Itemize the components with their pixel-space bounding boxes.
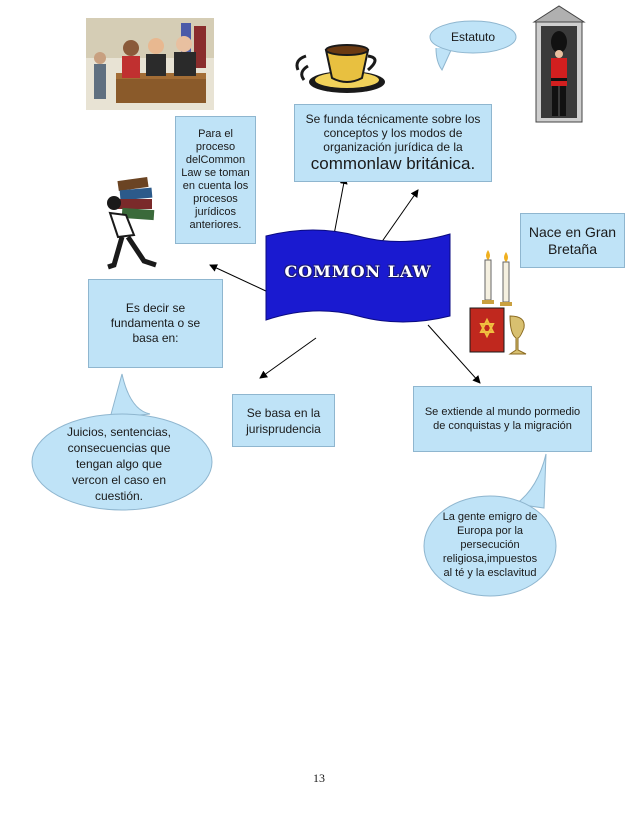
estatuto-text: Estatuto [450, 30, 496, 44]
jurisprudencia-box: Se basa en la jurisprudencia [232, 394, 335, 447]
juicios-bubble: Juicios, sentencias, consecuencias que t… [30, 370, 216, 512]
proceso-box: Para el proceso delCommon Law se toman e… [175, 116, 256, 244]
common-law-title: COMMON LAW [284, 262, 432, 281]
extiende-box: Se extiende al mundo pormedio de conquis… [413, 386, 592, 452]
courtroom-clipart [86, 18, 214, 110]
jurisprudencia-text: Se basa en la jurisprudencia [246, 405, 321, 436]
teacup-clipart [292, 40, 390, 96]
gente-text: La gente emigro de Europa por la persecu… [442, 511, 538, 579]
proceso-text: Para el proceso delCommon Law se toman e… [181, 128, 250, 231]
extiende-text: Se extiende al mundo pormedio de conquis… [424, 406, 581, 432]
es-decir-text: Es decir se fundamenta o se basa en: [110, 301, 201, 345]
arrow-to-jurisprudencia [259, 337, 317, 379]
common-law-banner [262, 228, 454, 328]
nace-box: Nace en Gran Bretaña [520, 213, 625, 268]
funda-big-text: commonlaw británica. [310, 154, 476, 173]
arrow-to-extiende [427, 324, 481, 384]
page-number: 13 [313, 771, 325, 785]
funda-small-text: Se funda técnicamente sobre los concepto… [305, 112, 481, 154]
gente-bubble: La gente emigro de Europa por la persecu… [420, 452, 560, 598]
es-decir-box: Es decir se fundamenta o se basa en: [88, 279, 223, 368]
funda-box: Se funda técnicamente sobre los concepto… [294, 104, 492, 182]
arrow-to-proceso [209, 264, 269, 293]
candles-book-clipart [466, 246, 536, 358]
estatuto-bubble: Estatuto [428, 20, 518, 76]
arrow-to-funda-2 [380, 189, 419, 244]
royal-guard-clipart [530, 4, 588, 126]
nace-text: Nace en Gran Bretaña [528, 223, 617, 257]
juicios-text: Juicios, sentencias, consecuencias que t… [66, 425, 172, 503]
man-carrying-books-clipart [104, 175, 174, 275]
arrow-to-funda [332, 176, 348, 241]
